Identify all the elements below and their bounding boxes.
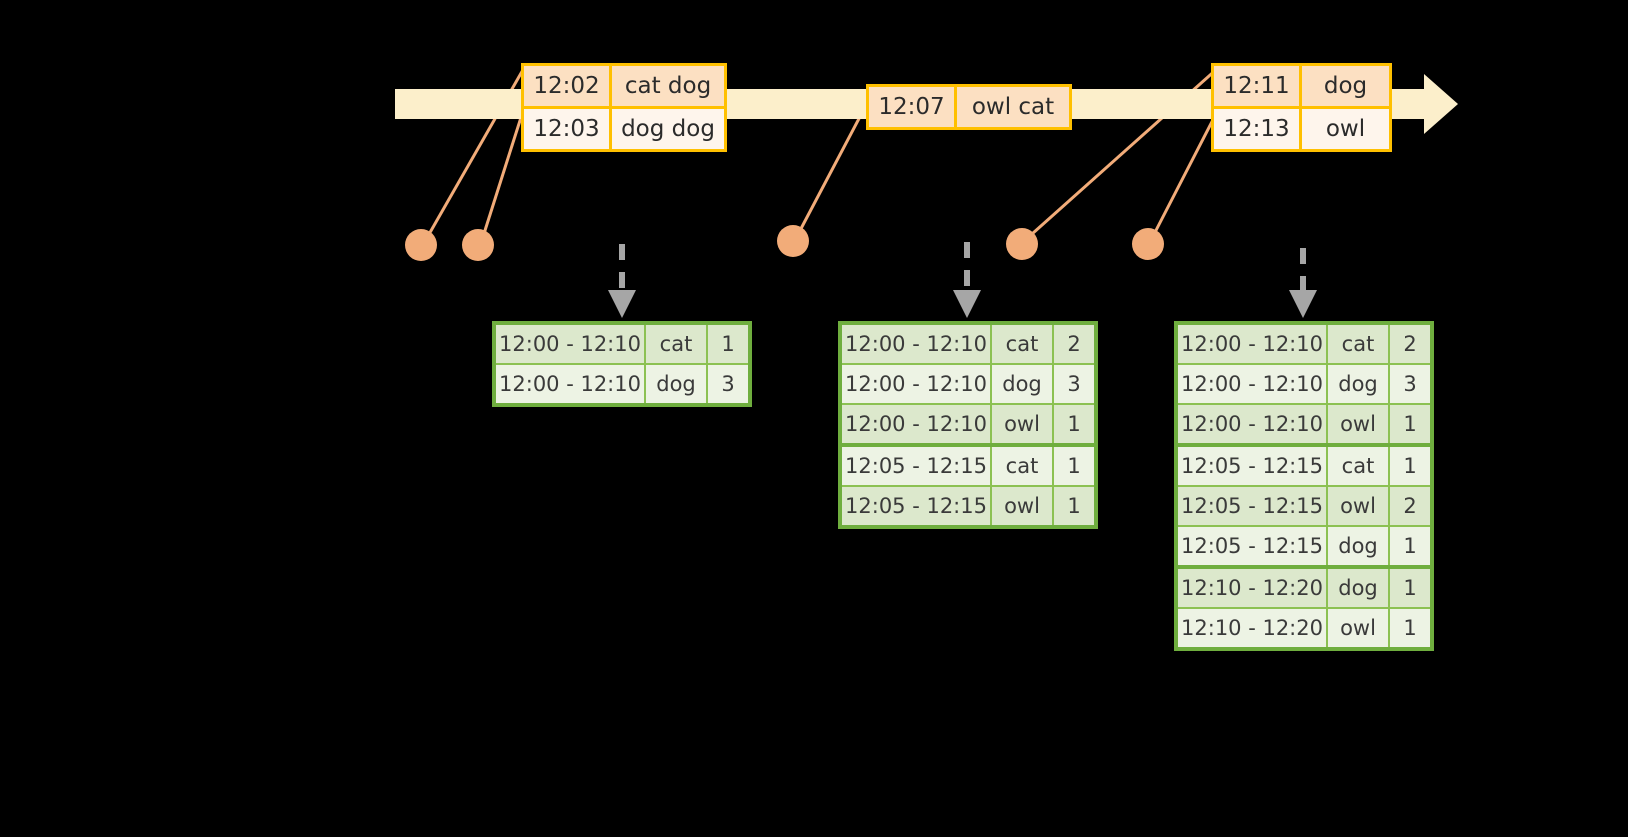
word-cell: dog (1328, 365, 1390, 403)
window-cell: 12:10 - 12:20 (1178, 569, 1328, 607)
dashed-arrow-head-2 (953, 290, 981, 318)
count-cell: 1 (1390, 569, 1430, 607)
word-cell: cat (646, 325, 708, 363)
event-words: dog (1302, 66, 1389, 106)
window-cell: 12:05 - 12:15 (1178, 447, 1328, 485)
window-cell: 12:00 - 12:10 (1178, 405, 1328, 443)
word-cell: cat (992, 325, 1054, 363)
dashed-arrow-head-1 (608, 290, 636, 318)
event-time: 12:03 (524, 109, 612, 149)
window-cell: 12:00 - 12:10 (842, 325, 992, 363)
event-row[interactable]: 12:07 owl cat (869, 87, 1069, 127)
event-words: cat dog (612, 66, 724, 106)
event-words: dog dog (612, 109, 724, 149)
leader-line-1213 (1148, 109, 1220, 243)
word-cell: dog (1328, 527, 1390, 565)
count-cell: 1 (1390, 527, 1430, 565)
event-time: 12:11 (1214, 66, 1302, 106)
window-cell: 12:05 - 12:15 (1178, 527, 1328, 565)
word-cell: dog (992, 365, 1054, 403)
event-marker-1207 (777, 225, 809, 257)
event-group-2[interactable]: 12:07 owl cat (866, 84, 1072, 130)
word-cell: dog (646, 365, 708, 403)
word-cell: cat (992, 447, 1054, 485)
event-group-3[interactable]: 12:11 dog 12:13 owl (1211, 63, 1392, 152)
word-cell: dog (1328, 569, 1390, 607)
event-marker-1202 (405, 229, 437, 261)
timeline-arrow-head-icon (1424, 74, 1458, 134)
window-cell: 12:00 - 12:10 (1178, 365, 1328, 403)
window-cell: 12:00 - 12:10 (842, 405, 992, 443)
dashed-arrow-head-3 (1289, 290, 1317, 318)
event-row[interactable]: 12:02 cat dog (524, 66, 724, 106)
window-cell: 12:00 - 12:10 (496, 365, 646, 403)
event-marker-1213 (1132, 228, 1164, 260)
count-cell: 1 (1390, 609, 1430, 647)
window-cell: 12:05 - 12:15 (1178, 487, 1328, 525)
count-cell: 1 (1390, 447, 1430, 485)
count-cell: 2 (1054, 325, 1094, 363)
count-cell: 3 (1054, 365, 1094, 403)
event-marker-1203 (462, 229, 494, 261)
window-cell: 12:05 - 12:15 (842, 447, 992, 485)
event-words: owl cat (957, 87, 1069, 127)
word-cell: owl (1328, 405, 1390, 443)
word-cell: owl (992, 487, 1054, 525)
word-cell: owl (992, 405, 1054, 443)
event-row[interactable]: 12:03 dog dog (524, 106, 724, 149)
event-row[interactable]: 12:11 dog (1214, 66, 1389, 106)
window-cell: 12:10 - 12:20 (1178, 609, 1328, 647)
word-cell: cat (1328, 325, 1390, 363)
count-cell: 2 (1390, 487, 1430, 525)
event-words: owl (1302, 109, 1389, 149)
count-cell: 3 (708, 365, 748, 403)
count-cell: 1 (1054, 447, 1094, 485)
word-cell: cat (1328, 447, 1390, 485)
window-cell: 12:05 - 12:15 (842, 487, 992, 525)
window-cell: 12:00 - 12:10 (496, 325, 646, 363)
word-cell: owl (1328, 609, 1390, 647)
event-row[interactable]: 12:13 owl (1214, 106, 1389, 149)
event-time: 12:02 (524, 66, 612, 106)
event-marker-1211 (1006, 228, 1038, 260)
window-cell: 12:00 - 12:10 (842, 365, 992, 403)
word-cell: owl (1328, 487, 1390, 525)
event-time: 12:13 (1214, 109, 1302, 149)
event-time: 12:07 (869, 87, 957, 127)
leader-line-1203 (479, 107, 526, 244)
event-group-1[interactable]: 12:02 cat dog 12:03 dog dog (521, 63, 727, 152)
count-cell: 1 (708, 325, 748, 363)
count-cell: 2 (1390, 325, 1430, 363)
window-cell: 12:00 - 12:10 (1178, 325, 1328, 363)
count-cell: 1 (1054, 405, 1094, 443)
count-cell: 3 (1390, 365, 1430, 403)
count-cell: 1 (1390, 405, 1430, 443)
count-cell: 1 (1054, 487, 1094, 525)
